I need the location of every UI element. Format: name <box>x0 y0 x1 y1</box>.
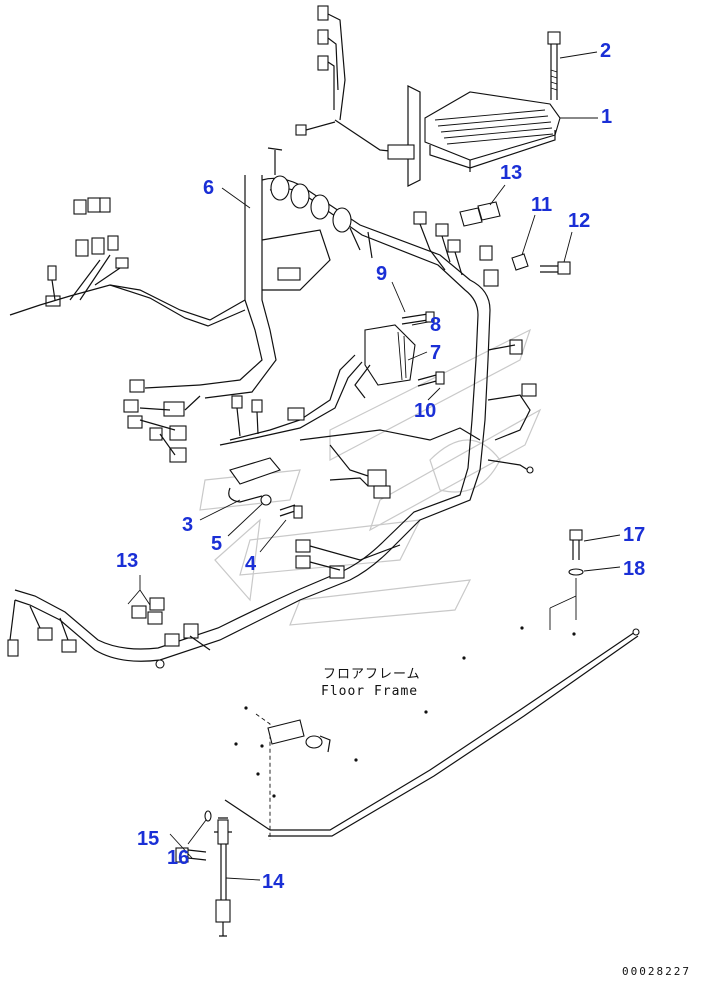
callout-7: 7 <box>430 342 441 364</box>
left-connector-cluster <box>123 379 201 463</box>
callout-13-upper: 13 <box>500 162 522 184</box>
callout-4: 4 <box>245 553 257 575</box>
callout-10: 10 <box>414 400 436 422</box>
callout-17: 17 <box>623 524 645 546</box>
callout-11: 11 <box>531 194 552 216</box>
caption-japanese: フロアフレーム <box>323 667 421 682</box>
upper-harness <box>267 5 415 175</box>
terminal-8-9 <box>401 311 435 325</box>
connector-11-bolt-12 <box>511 253 571 275</box>
caption-english: Floor Frame <box>321 684 418 699</box>
connector-pair-13-lower <box>7 597 211 669</box>
callout-6: 6 <box>203 177 214 199</box>
bolt-17-washer-18 <box>549 529 584 630</box>
callout-3: 3 <box>182 514 193 536</box>
callout-2: 2 <box>600 40 611 62</box>
controller-unit <box>407 85 561 187</box>
callout-12: 12 <box>568 210 590 232</box>
callout-8: 8 <box>430 314 441 336</box>
watermark-logo <box>199 328 542 626</box>
bolt-2 <box>547 31 561 100</box>
callout-13-lower: 13 <box>116 550 138 572</box>
callout-1: 1 <box>601 106 612 128</box>
harness-branch-6 <box>199 175 331 399</box>
callout-16: 16 <box>167 847 189 869</box>
bracket-3-5 <box>228 457 303 519</box>
right-harness <box>413 211 537 474</box>
document-number: 00028227 <box>622 965 691 978</box>
center-relay-group <box>295 469 401 579</box>
callout-14: 14 <box>262 871 285 893</box>
main-harness <box>14 175 491 662</box>
callout-18: 18 <box>623 558 645 580</box>
floor-frame <box>224 626 640 840</box>
callout-5: 5 <box>211 533 222 555</box>
connector-pair-13-upper <box>459 201 501 227</box>
connector-block-7 <box>354 324 416 399</box>
callout-labels: 1 2 3 4 5 6 7 8 9 10 11 12 13 13 14 15 1… <box>116 40 645 893</box>
callout-15: 15 <box>137 828 159 850</box>
leader-lines <box>127 51 621 881</box>
rod-14-bolt-15-washer-16 <box>175 810 232 937</box>
center-harness <box>219 354 481 481</box>
callout-9: 9 <box>376 263 387 285</box>
left-harness <box>9 197 246 327</box>
fitting-10 <box>417 371 445 387</box>
